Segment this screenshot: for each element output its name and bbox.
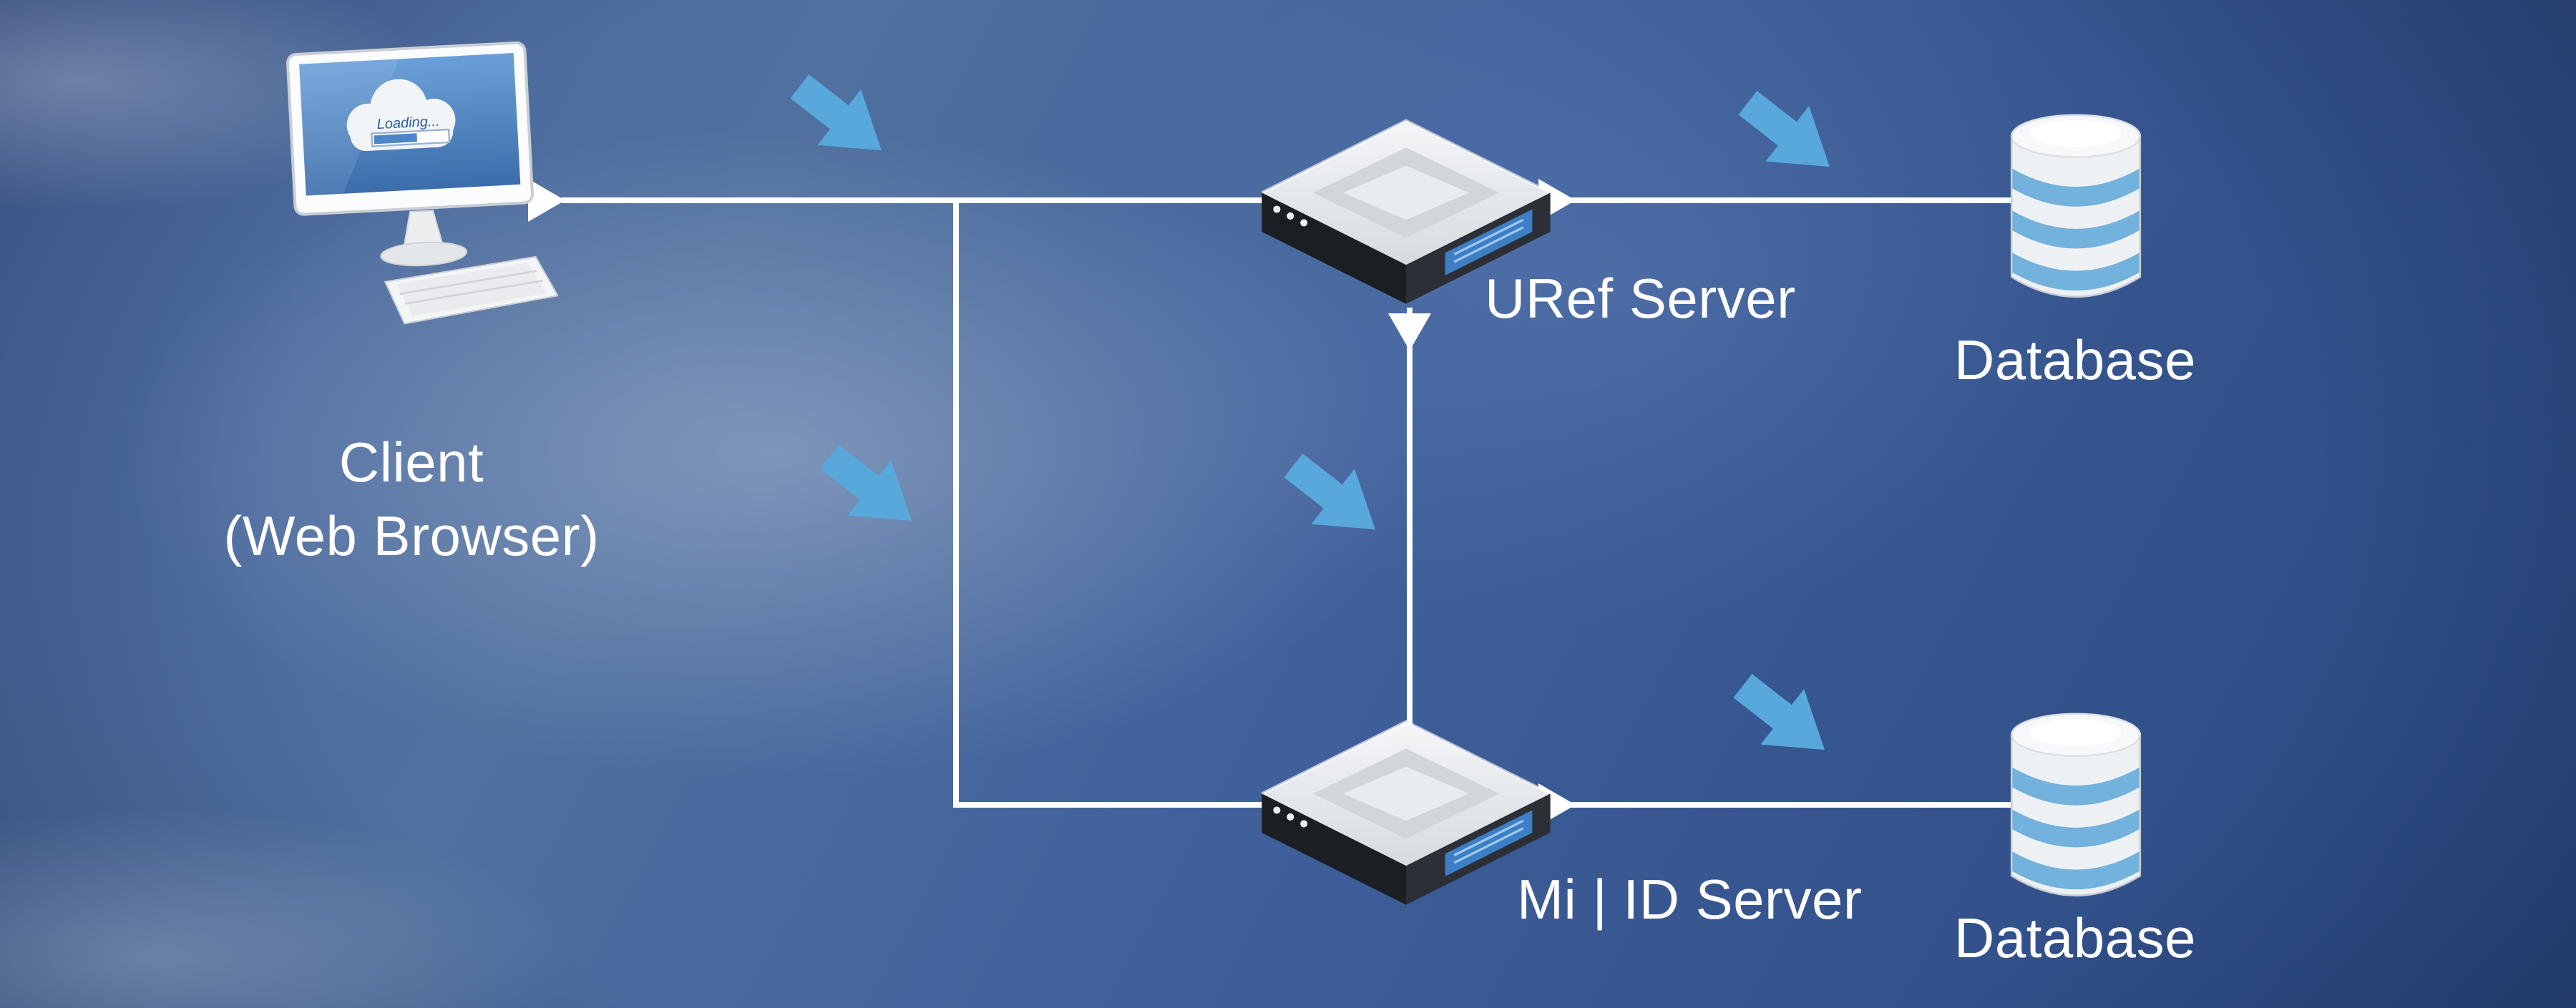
- database-cylinder-icon: [2008, 97, 2144, 323]
- line-client-to-uref-server: [562, 197, 1413, 203]
- line-uref-to-mi-vertical: [1407, 308, 1413, 726]
- uref-server-label: URef Server: [1485, 267, 1796, 330]
- flow-arrow-icon: [1716, 654, 1853, 786]
- rack-server-icon: [1256, 97, 1556, 326]
- triangle-arrowhead-icon: [1388, 313, 1431, 351]
- database-bottom-label: Database: [1954, 906, 2196, 969]
- mi-id-server-label: Mi | ID Server: [1517, 868, 1863, 931]
- flow-arrow-icon: [1267, 434, 1403, 566]
- flow-arrow-icon: [773, 54, 909, 187]
- flow-arrow-icon: [1721, 71, 1858, 203]
- database-cylinder-icon: [2008, 695, 2144, 921]
- rack-server-icon: [1256, 698, 1556, 926]
- line-branch-vertical: [953, 197, 959, 808]
- server-display: [1445, 209, 1533, 275]
- line-branch-to-mi-server: [953, 802, 1411, 808]
- client-label-line1: Client: [338, 431, 484, 494]
- monitor-keyboard: [384, 255, 560, 325]
- client-label-line2: (Web Browser): [223, 504, 600, 567]
- desktop-monitor-icon: Loading...: [286, 39, 560, 358]
- loading-label: Loading...: [376, 114, 440, 133]
- line-uref-to-database: [1546, 197, 2075, 203]
- loading-progress-bar: [371, 128, 451, 147]
- client-label: Client (Web Browser): [140, 426, 683, 573]
- database-top-label: Database: [1954, 328, 2196, 391]
- server-leds: [1273, 806, 1308, 828]
- line-mi-to-database: [1546, 802, 2075, 808]
- server-display: [1445, 810, 1533, 876]
- triangle-arrowhead-icon: [528, 179, 565, 222]
- flow-arrow-icon: [803, 425, 940, 557]
- monitor-base: [380, 241, 468, 267]
- server-leds: [1273, 205, 1308, 227]
